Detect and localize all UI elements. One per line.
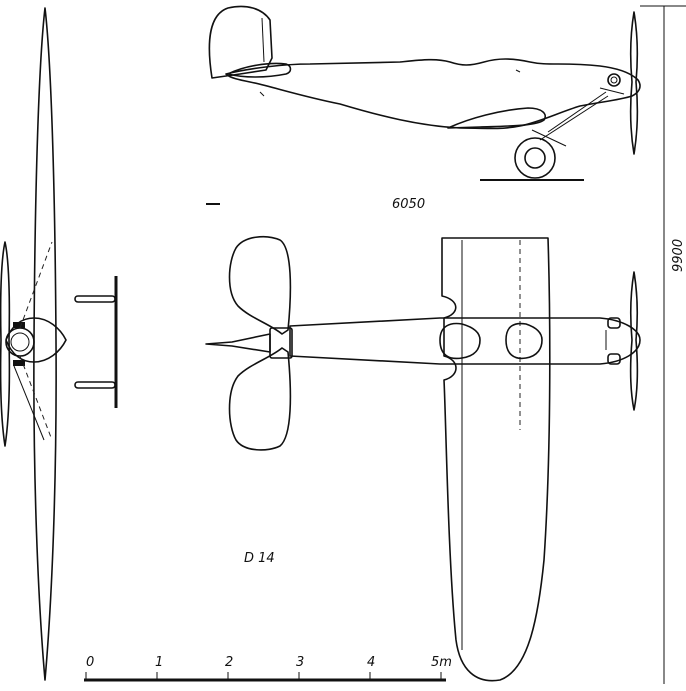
height-dimension: 9900 <box>640 5 686 684</box>
side-view-fuselage <box>225 58 641 130</box>
top-view-propeller <box>629 271 639 411</box>
scale-bar: 0 1 2 3 4 5m <box>84 655 452 682</box>
top-view-tailplane-upper <box>228 235 292 335</box>
scale-tick-2: 2 <box>225 655 233 670</box>
side-view-propeller <box>629 11 639 155</box>
top-view: D 14 <box>205 235 641 682</box>
side-view-wheel <box>514 137 556 179</box>
side-view-dimension-label: 6050 <box>392 197 425 212</box>
front-view-wing <box>33 7 57 681</box>
side-view-stabilizer <box>227 62 292 78</box>
front-view-tailplane-upper <box>74 295 116 303</box>
height-dimension-label: 9900 <box>671 239 686 272</box>
side-view: 6050 <box>206 5 641 212</box>
top-view-tailplane-lower <box>228 347 292 451</box>
scale-tick-3: 3 <box>296 655 304 670</box>
scale-tick-0: 0 <box>86 655 94 670</box>
front-view-tailplane-lower <box>74 381 116 389</box>
front-view <box>0 7 118 681</box>
top-view-cockpit-front <box>505 322 543 360</box>
front-view-propeller <box>0 241 11 447</box>
top-view-wing <box>441 237 551 682</box>
scale-tick-4: 4 <box>367 655 375 670</box>
scale-tick-5: 5m <box>431 655 452 670</box>
front-view-spinner <box>5 327 35 357</box>
scale-tick-1: 1 <box>155 655 163 670</box>
top-view-model-label: D 14 <box>244 551 275 566</box>
side-view-wing <box>447 107 546 129</box>
top-view-fuselage <box>289 317 641 365</box>
top-view-cockpit-rear <box>439 322 481 360</box>
side-view-rudder <box>208 5 273 79</box>
